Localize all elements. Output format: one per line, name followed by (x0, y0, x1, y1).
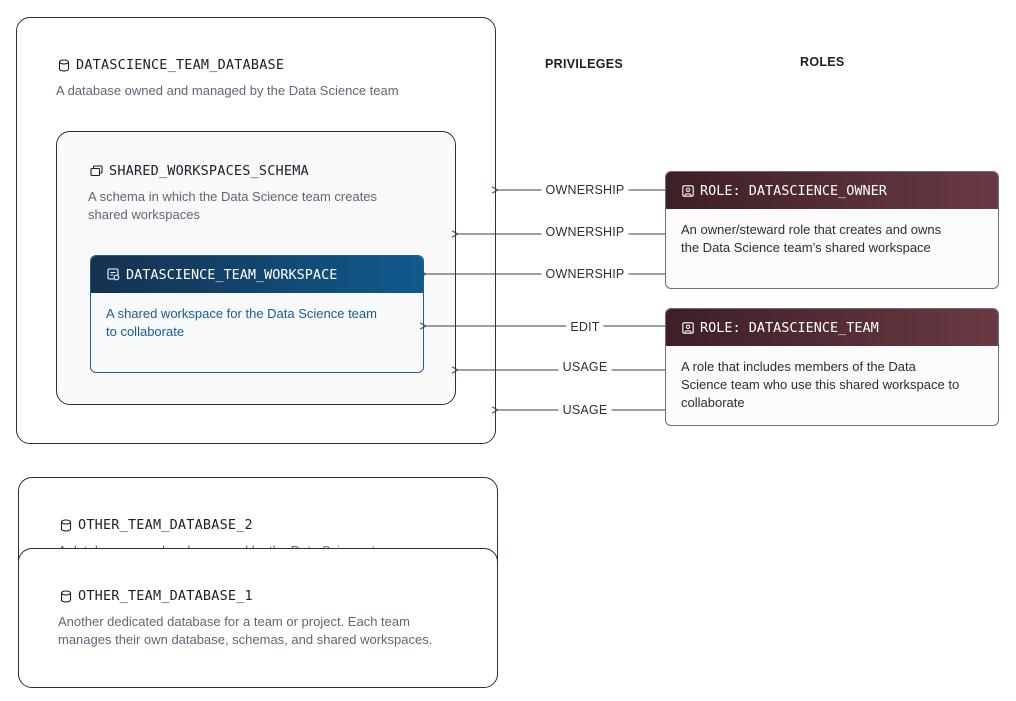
role-owner-description: An owner/steward role that creates and o… (681, 221, 984, 257)
schema-description-line: shared workspaces (88, 207, 200, 222)
workspace-description-line: A shared workspace for the Data Science … (106, 306, 377, 321)
role-team-description-line: collaborate (681, 395, 745, 410)
role-datascience-owner[interactable]: ROLE: DATASCIENCE_OWNER An owner/steward… (665, 171, 999, 289)
database-icon (60, 518, 72, 532)
other-database-1-description-line: Another dedicated database for a team or… (58, 614, 410, 629)
role-datascience-team[interactable]: ROLE: DATASCIENCE_TEAM A role that inclu… (665, 308, 999, 426)
database-icon (58, 58, 70, 72)
database-description: A database owned and managed by the Data… (56, 83, 399, 98)
privilege-label-ownership: OWNERSHIP (541, 183, 629, 197)
role-owner-title: ROLE: DATASCIENCE_OWNER (700, 182, 887, 199)
role-icon (682, 184, 694, 197)
workspace-icon (107, 268, 120, 281)
other-database-1-description: Another dedicated database for a team or… (58, 613, 432, 649)
workspace-description-line: to collaborate (106, 324, 185, 339)
database-title: DATASCIENCE_TEAM_DATABASE (76, 57, 285, 73)
privilege-label-edit: EDIT (566, 320, 604, 334)
role-owner-header: ROLE: DATASCIENCE_OWNER (666, 172, 998, 209)
workspace-title: DATASCIENCE_TEAM_WORKSPACE (126, 266, 338, 283)
other-database-1-description-line: manages their own database, schemas, and… (58, 632, 433, 647)
role-team-description: A role that includes members of the Data… (681, 358, 984, 412)
privilege-label-usage: USAGE (558, 360, 612, 374)
roles-header: ROLES (800, 55, 845, 69)
role-owner-description-line: the Data Science team’s shared workspace (681, 240, 931, 255)
schema-description-line: A schema in which the Data Science team … (88, 189, 378, 204)
role-icon (682, 321, 694, 334)
role-team-description-line: A role that includes members of the Data (681, 359, 916, 374)
workspace-header: DATASCIENCE_TEAM_WORKSPACE (91, 256, 423, 293)
other-database-1-title: OTHER_TEAM_DATABASE_1 (78, 588, 253, 604)
role-team-header: ROLE: DATASCIENCE_TEAM (666, 309, 998, 346)
privilege-label-usage: USAGE (558, 403, 612, 417)
other-database-2-title: OTHER_TEAM_DATABASE_2 (78, 517, 253, 533)
privileges-header: PRIVILEGES (545, 57, 624, 71)
schema-icon (90, 165, 103, 177)
schema-title: SHARED_WORKSPACES_SCHEMA (109, 163, 309, 179)
other-team-database-1[interactable]: OTHER_TEAM_DATABASE_1 Another dedicated … (18, 548, 498, 688)
database-icon (60, 589, 72, 603)
role-team-description-line: Science team who use this shared workspa… (681, 377, 960, 392)
role-team-title: ROLE: DATASCIENCE_TEAM (700, 319, 879, 336)
role-owner-description-line: An owner/steward role that creates and o… (681, 222, 942, 237)
privilege-label-ownership: OWNERSHIP (541, 225, 629, 239)
privilege-label-ownership: OWNERSHIP (541, 267, 629, 281)
workspace-description: A shared workspace for the Data Science … (106, 305, 377, 341)
datascience-team-workspace[interactable]: DATASCIENCE_TEAM_WORKSPACE A shared work… (90, 255, 424, 373)
schema-description: A schema in which the Data Science team … (88, 188, 377, 224)
